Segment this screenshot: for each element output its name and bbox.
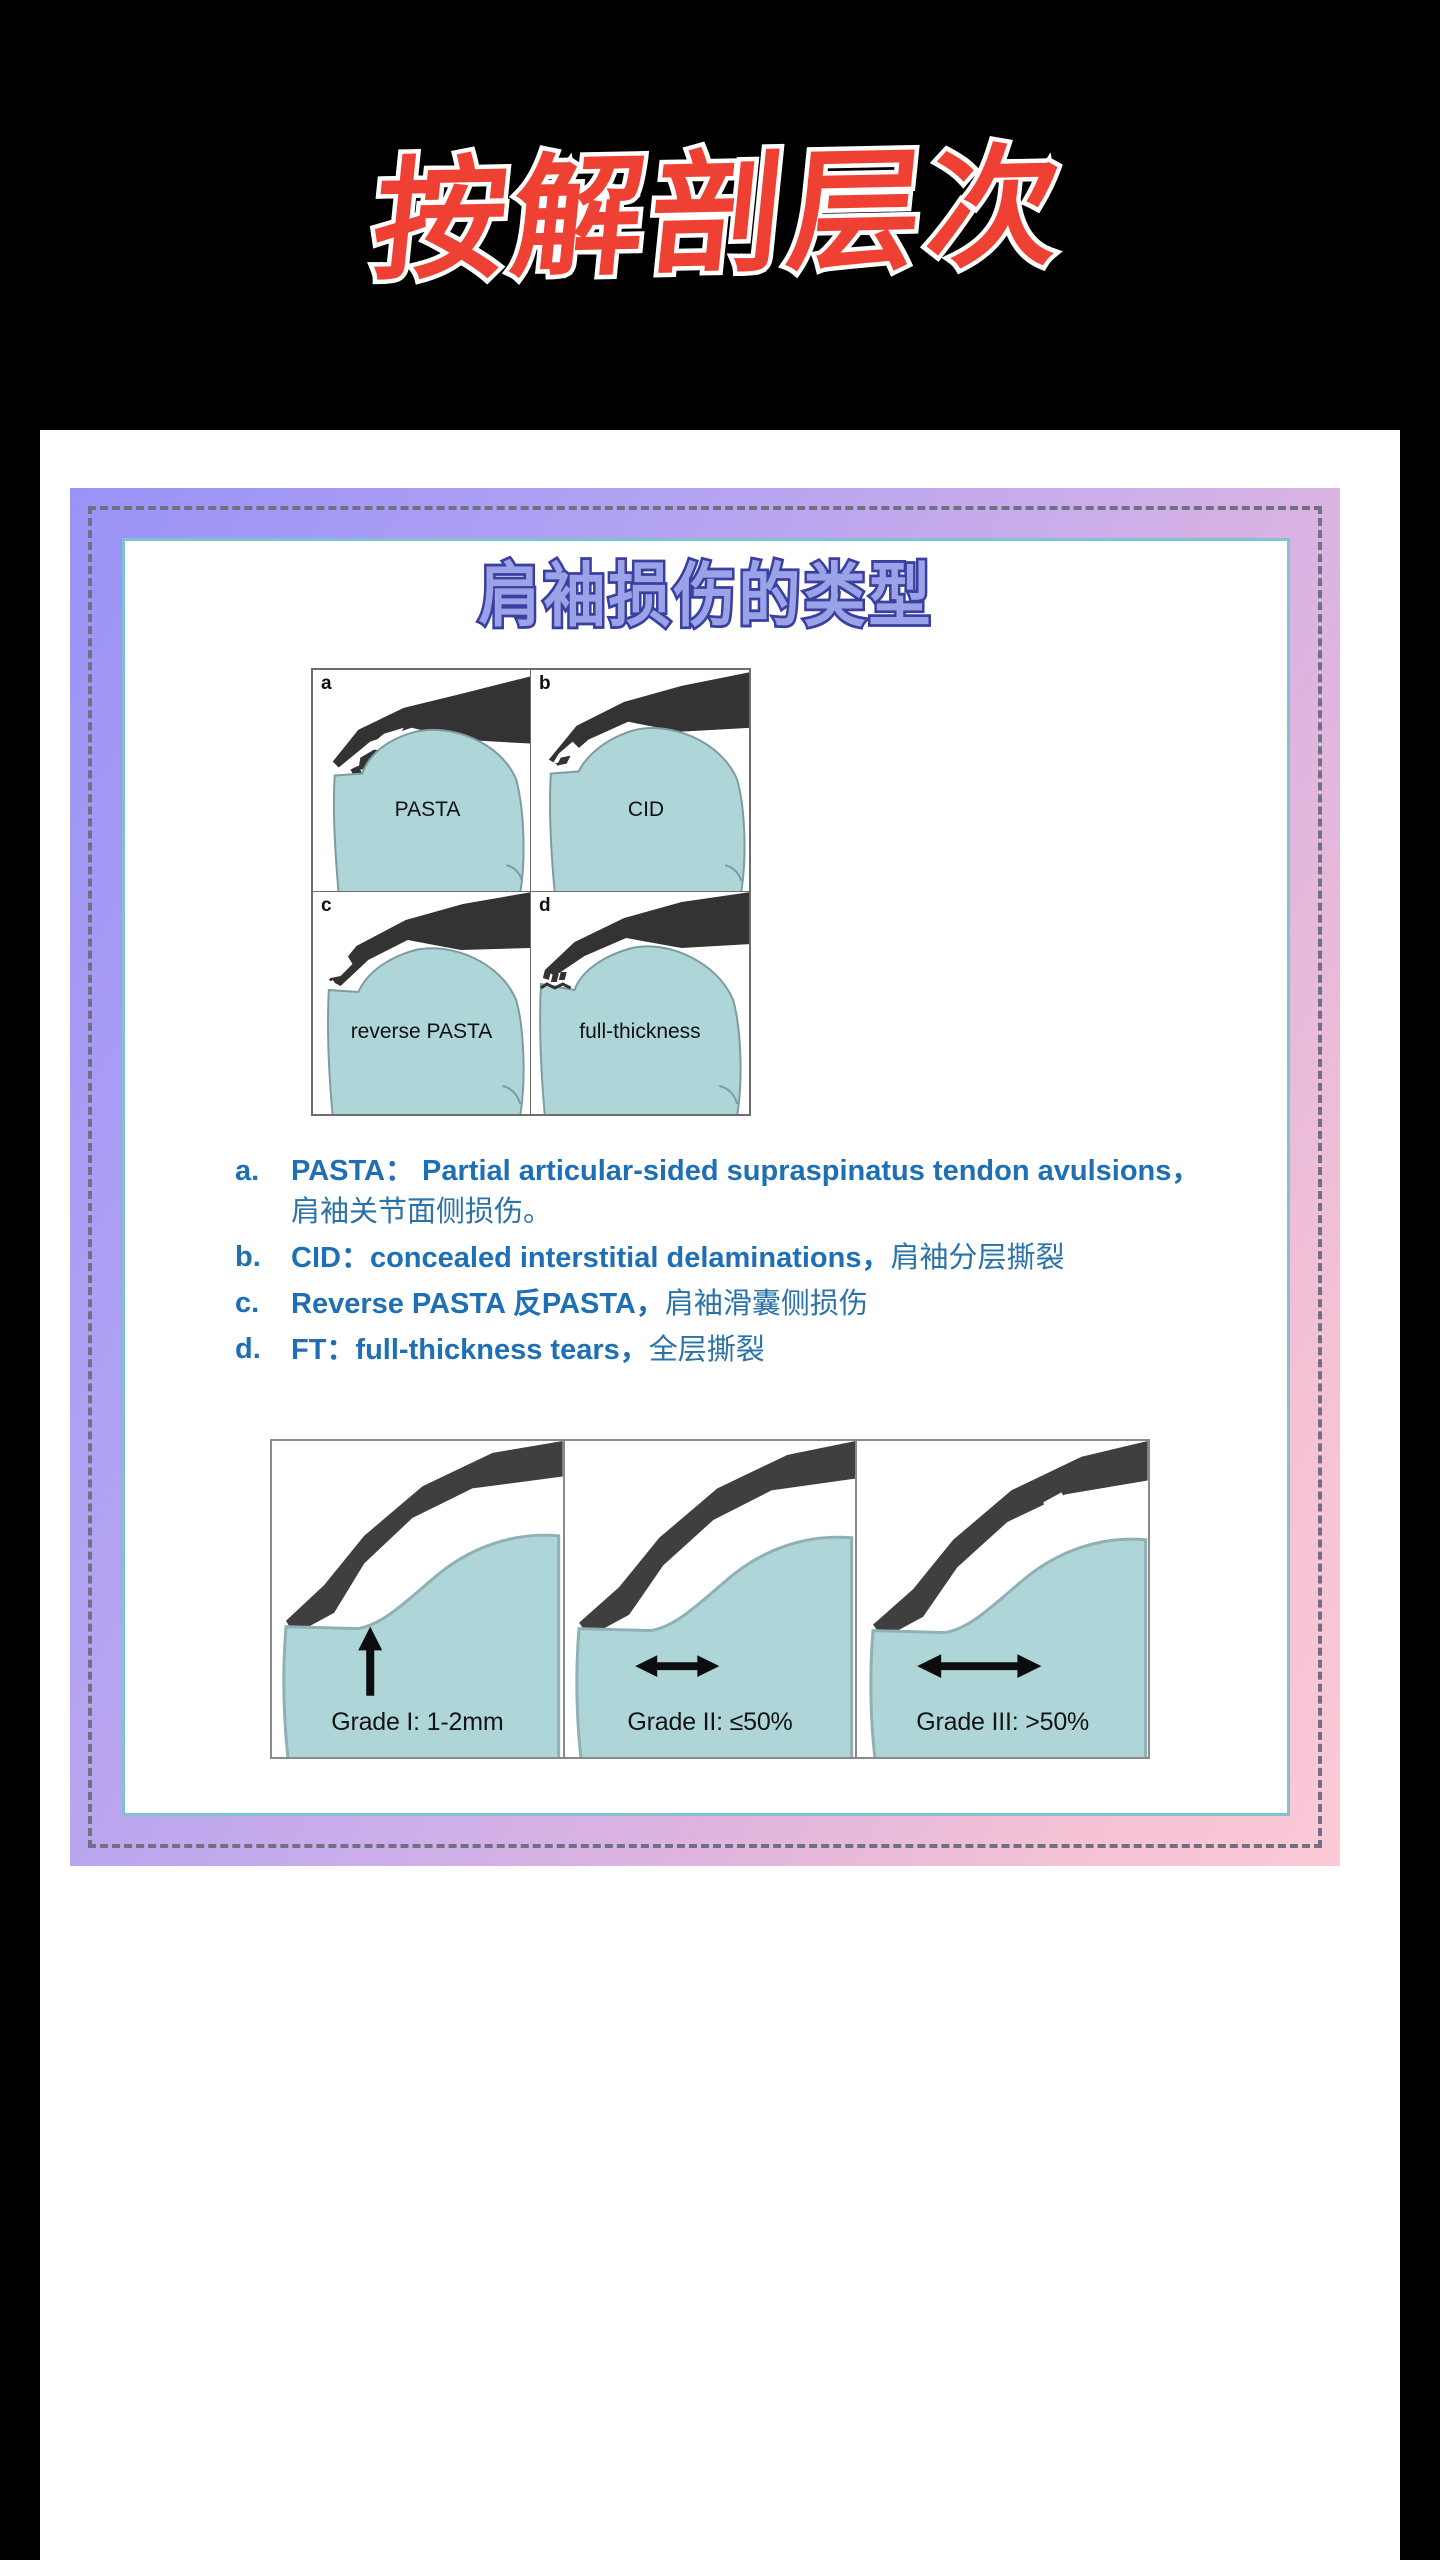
grade-3-diagram-icon — [869, 1441, 1149, 1757]
legend-item-b: b. CID：concealed interstitial delaminati… — [235, 1237, 1225, 1278]
grade-caption-1: Grade I: 1-2mm — [331, 1708, 504, 1736]
panel-letter-c: c — [321, 895, 332, 916]
panel-letter-b: b — [539, 673, 551, 694]
grade-cell-3: Grade III: >50% — [857, 1441, 1149, 1757]
double-arrow-long-icon — [917, 1654, 1042, 1678]
full-thickness-diagram-icon — [539, 892, 749, 1114]
legend-item-a: a. PASTA： Partial articular-sided supras… — [235, 1151, 1225, 1232]
legend-marker-d: d. — [235, 1333, 261, 1366]
panel-d-full-thickness: d full-thickness — [531, 892, 749, 1114]
pasta-diagram-icon — [332, 676, 530, 891]
legend-text-c-en: Reverse PASTA 反PASTA， — [291, 1288, 665, 1321]
grade-cell-2: Grade II: ≤50% — [565, 1441, 858, 1757]
legend-item-c: c. Reverse PASTA 反PASTA，肩袖滑囊侧损伤 — [235, 1283, 1225, 1324]
grade-caption-3: Grade III: >50% — [916, 1708, 1090, 1736]
panel-c-reverse-pasta: c reverse PASTA — [313, 892, 531, 1114]
gradient-frame: 肩袖损伤的类型 a PASTA — [70, 488, 1340, 1866]
rotator-cuff-tear-types-figure: a PASTA b CID — [311, 668, 751, 1116]
legend-text-a-cn: 肩袖关节面侧损伤。 — [291, 1194, 553, 1229]
page-title: 按解剖层次 — [362, 126, 1078, 303]
page-sheet: 肩袖损伤的类型 a PASTA — [40, 430, 1400, 2560]
up-arrow-icon — [358, 1626, 383, 1696]
legend-text-d: FT：full-thickness tears，全层撕裂 — [291, 1329, 765, 1370]
legend-marker-a: a. — [235, 1155, 260, 1187]
panel-label-full-thickness: full-thickness — [579, 1020, 701, 1043]
legend-text-c: Reverse PASTA 反PASTA，肩袖滑囊侧损伤 — [291, 1283, 868, 1324]
legend-text-d-cn: 全层撕裂 — [648, 1332, 765, 1367]
dashed-border — [88, 506, 1322, 1848]
grade-2-diagram-icon — [575, 1441, 856, 1757]
legend-text-a: PASTA： Partial articular-sided supraspin… — [291, 1151, 1225, 1232]
panel-b-cid: b CID — [531, 670, 749, 892]
panel-letter-d: d — [539, 895, 551, 916]
legend-marker-c: c. — [235, 1287, 260, 1320]
double-arrow-short-icon — [634, 1655, 720, 1678]
legend-text-a-en: PASTA： Partial articular-sided supraspin… — [291, 1155, 1201, 1187]
grade-caption-2: Grade II: ≤50% — [627, 1708, 793, 1736]
panel-label-pasta: PASTA — [394, 798, 461, 821]
reverse-pasta-diagram-icon — [326, 892, 530, 1114]
legend-list: a. PASTA： Partial articular-sided supras… — [235, 1151, 1225, 1375]
content-card: 肩袖损伤的类型 a PASTA — [122, 538, 1290, 1816]
legend-marker-b: b. — [235, 1241, 261, 1274]
panel-label-cid: CID — [627, 798, 665, 821]
legend-item-d: d. FT：full-thickness tears，全层撕裂 — [235, 1329, 1225, 1370]
panel-a-pasta: a PASTA — [313, 670, 531, 892]
legend-text-c-cn: 肩袖滑囊侧损伤 — [664, 1286, 868, 1321]
legend-text-b-cn: 肩袖分层撕裂 — [890, 1240, 1065, 1275]
panel-label-reverse-pasta: reverse PASTA — [350, 1020, 493, 1043]
grade-cell-1: Grade I: 1-2mm — [272, 1441, 565, 1757]
hero-banner: 按解剖层次 — [0, 0, 1440, 430]
grade-1-diagram-icon — [282, 1441, 563, 1757]
panel-letter-a: a — [321, 673, 332, 694]
legend-text-d-en: FT：full-thickness tears， — [291, 1334, 649, 1367]
cid-diagram-icon — [548, 672, 749, 891]
legend-text-b-en: CID：concealed interstitial delaminations… — [291, 1242, 891, 1275]
card-heading: 肩袖损伤的类型 — [476, 554, 934, 637]
tear-grade-figure: Grade I: 1-2mm Grade II: ≤50% — [270, 1439, 1150, 1759]
legend-text-b: CID：concealed interstitial delaminations… — [291, 1237, 1065, 1278]
